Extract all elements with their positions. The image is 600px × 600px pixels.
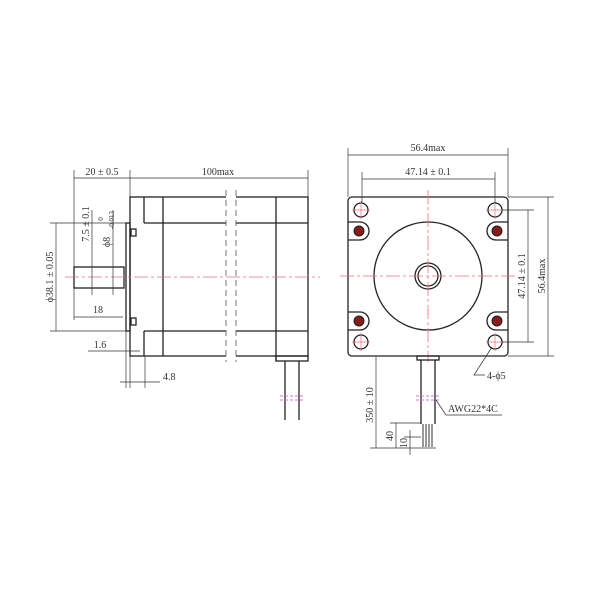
dim-flat-length: 18 — [93, 305, 103, 316]
dim-hole-spacing-h: 47.14 ± 0.1 — [405, 167, 451, 178]
dim-body-length: 100max — [202, 167, 234, 178]
dim-shaft-dia: ϕ8 — [102, 237, 113, 247]
dim-shaft-length: 20 ± 0.5 — [86, 167, 119, 178]
pilot-notch — [130, 317, 137, 326]
dim-holes: 4-ϕ5 — [487, 371, 506, 382]
wire-ends — [422, 424, 433, 447]
dim-strip-40: 40 — [385, 431, 396, 441]
dim-height: 56.4max — [537, 259, 548, 294]
screw-tab — [486, 221, 508, 241]
break-gap — [226, 190, 236, 362]
side-view: 20 ± 0.5 100max ϕ38.1 ± 0.05 7.5 ± 0.1 ϕ… — [45, 167, 320, 420]
wires — [422, 424, 433, 447]
dim-hole-spacing-v: 47.14 ± 0.1 — [517, 253, 528, 299]
dim-pilot-dia: ϕ38.1 ± 0.05 — [45, 252, 56, 303]
screw-icon — [491, 315, 503, 327]
dim-flat: 7.5 ± 0.1 — [81, 206, 92, 242]
cable-exit — [416, 355, 440, 361]
pilot-notch — [130, 228, 137, 237]
dim-width: 56.4max — [411, 143, 446, 154]
screw-tab — [348, 221, 370, 241]
dim-lead-length: 350 ± 10 — [365, 387, 376, 423]
screw-tab — [348, 311, 370, 331]
dim-pilot-depth: 1.6 — [94, 340, 107, 351]
motor-body — [129, 196, 309, 357]
dim-flange: 4.8 — [163, 372, 176, 383]
screw-icon — [353, 225, 365, 237]
wire-spec: AWG22*4C — [448, 404, 498, 415]
screw-icon — [491, 225, 503, 237]
shaft — [73, 266, 125, 289]
dim-strip-10: 10 — [399, 438, 410, 448]
screw-tab — [486, 311, 508, 331]
dim-shaft-tol-upper: 0 — [97, 217, 105, 221]
cable-exit — [275, 355, 309, 362]
front-view: 56.4max 47.14 ± 0.1 47.14 ± 0.1 56.4max … — [340, 143, 554, 455]
leader-line — [473, 346, 493, 376]
leader-line — [435, 399, 502, 416]
hole-centerlines — [352, 201, 504, 351]
screw-icon — [353, 315, 365, 327]
hole-center-marks — [352, 201, 504, 351]
dim-shaft-tol-lower: -0.013 — [108, 210, 116, 229]
screws — [348, 221, 508, 331]
